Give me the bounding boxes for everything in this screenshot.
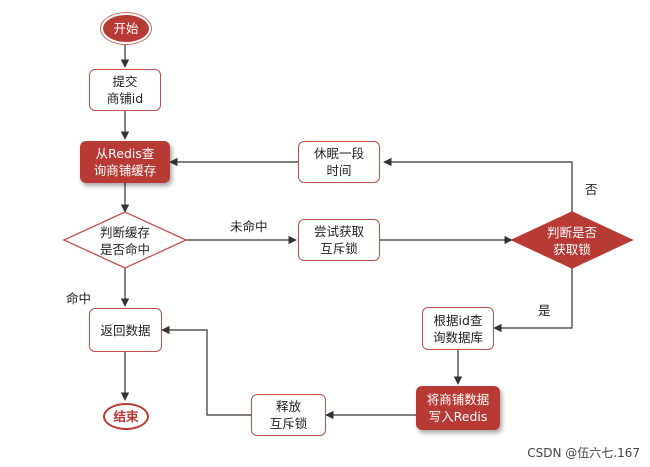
judge-cache-hit-label: 判断缓存 是否命中 — [99, 225, 150, 257]
judge-lock-diamond — [510, 211, 634, 269]
edge-label-no: 否 — [585, 182, 598, 197]
return-data-node: 返回数据 — [89, 308, 162, 352]
submit-shop-id-node: 提交 商铺id — [89, 69, 161, 111]
query-redis-cache-node: 从Redis查 询商铺缓存 — [80, 141, 170, 183]
edge-label-yes: 是 — [538, 303, 551, 318]
judge-hit-diamond — [62, 211, 188, 269]
edge-label-miss: 未命中 — [230, 219, 268, 234]
edge-release-return — [161, 325, 251, 416]
start-node: 开始 — [103, 15, 149, 42]
edge-judgelock-sleep — [383, 157, 573, 212]
edge-label-hit: 命中 — [66, 291, 92, 306]
release-lock-node: 释放 互斥锁 — [251, 394, 326, 436]
query-db-node: 根据id查 询数据库 — [422, 307, 494, 350]
sleep-node: 休眠一段 时间 — [298, 141, 380, 183]
edge-judgelock-querydb — [493, 268, 573, 333]
csdn-watermark: CSDN @伍六七.167 — [527, 446, 640, 460]
end-node: 结束 — [103, 403, 149, 430]
write-redis-node: 将商铺数据 写入Redis — [416, 386, 500, 430]
judge-lock-label: 判断是否 获取锁 — [546, 225, 597, 257]
try-lock-node: 尝试获取 互斥锁 — [298, 219, 380, 261]
